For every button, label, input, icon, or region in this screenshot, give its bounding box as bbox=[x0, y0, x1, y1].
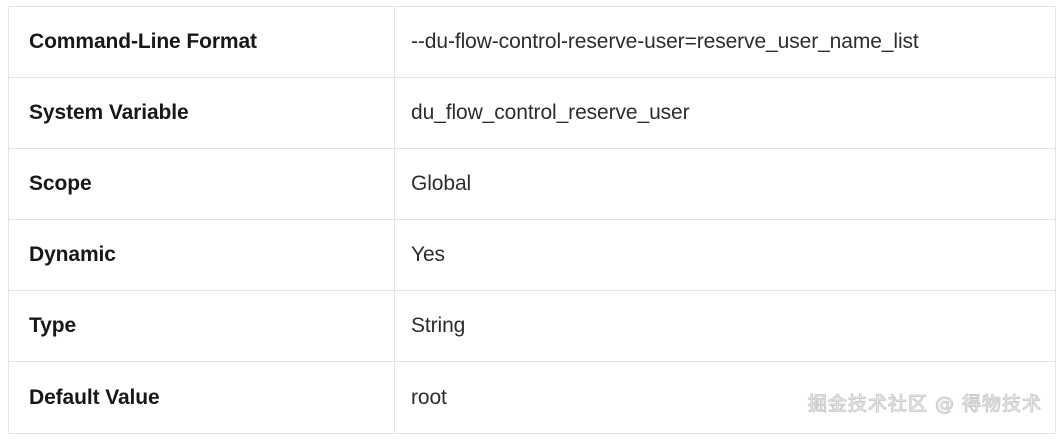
table-row: Scope Global bbox=[8, 148, 1056, 220]
row-label: Command-Line Format bbox=[8, 6, 395, 78]
row-label: Scope bbox=[8, 148, 395, 220]
row-value: Yes bbox=[394, 219, 1056, 291]
table-row: Command-Line Format --du-flow-control-re… bbox=[8, 6, 1056, 78]
table-row: Default Value root bbox=[8, 361, 1056, 434]
row-value: --du-flow-control-reserve-user=reserve_u… bbox=[411, 30, 919, 54]
system-variable-spec-table: Command-Line Format --du-flow-control-re… bbox=[8, 6, 1056, 434]
table-row: Type String bbox=[8, 290, 1056, 362]
row-label: Type bbox=[8, 290, 395, 362]
table-row: System Variable du_flow_control_reserve_… bbox=[8, 77, 1056, 149]
row-label: Dynamic bbox=[8, 219, 395, 291]
table-row: Dynamic Yes bbox=[8, 219, 1056, 291]
row-value: root bbox=[394, 361, 1056, 434]
table-body: Command-Line Format --du-flow-control-re… bbox=[8, 6, 1056, 434]
row-label: Default Value bbox=[8, 361, 395, 434]
row-value: String bbox=[394, 290, 1056, 362]
row-label: System Variable bbox=[8, 77, 395, 149]
row-value: Global bbox=[394, 148, 1056, 220]
row-value: du_flow_control_reserve_user bbox=[394, 77, 1056, 149]
